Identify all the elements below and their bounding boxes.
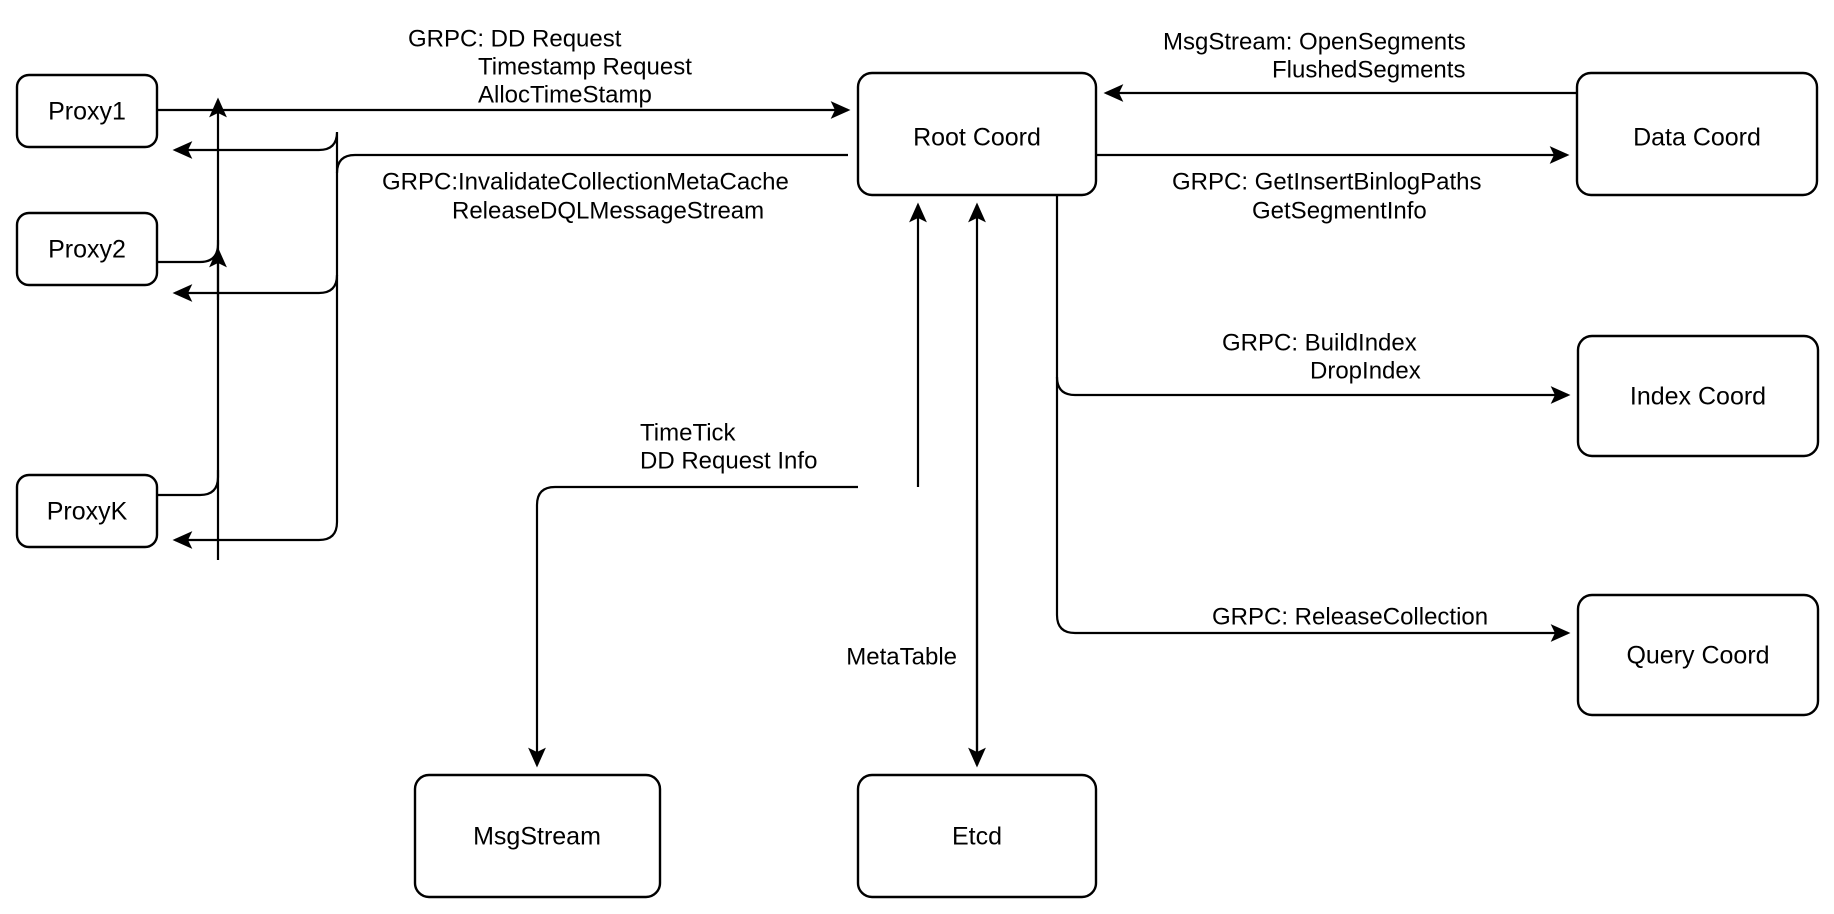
label-data-coord-to-root-coord: MsgStream: OpenSegments FlushedSegments — [1163, 28, 1466, 83]
label-root-coord-to-query-coord: GRPC: ReleaseCollection — [1212, 603, 1488, 630]
root-to-indexcoord-line2: DropIndex — [1310, 357, 1421, 384]
query-coord-label: Query Coord — [1626, 642, 1769, 670]
data-coord-box[interactable] — [1575, 71, 1819, 197]
proxy-to-root-line1: GRPC: DD Request — [408, 25, 622, 52]
index-coord-label: Index Coord — [1630, 383, 1766, 411]
label-root-coord-to-proxy: GRPC:InvalidateCollectionMetaCache Relea… — [382, 168, 789, 224]
proxy1-box[interactable] — [15, 73, 159, 149]
node-etcd[interactable]: Etcd — [856, 773, 1098, 899]
root-coord-box[interactable] — [856, 71, 1098, 197]
label-root-coord-to-data-coord: GRPC: GetInsertBinlogPaths GetSegmentInf… — [1172, 168, 1481, 224]
edge-proxy2-output-stub — [157, 240, 220, 264]
proxy-to-root-line2: Timestamp Request — [478, 53, 692, 80]
node-proxyk[interactable]: ProxyK — [15, 473, 159, 549]
edge-proxyk-output-stub — [157, 470, 220, 497]
node-data-coord[interactable]: Data Coord — [1575, 71, 1819, 197]
root-coord-label: Root Coord — [913, 124, 1041, 152]
msgstream-box[interactable] — [413, 773, 662, 899]
label-root-coord-to-etcd: MetaTable — [846, 643, 957, 670]
msgstream-label: MsgStream — [473, 823, 601, 851]
edge-root-coord-to-proxy2 — [172, 274, 339, 302]
proxy1-label: Proxy1 — [48, 98, 126, 126]
proxyk-label: ProxyK — [47, 498, 128, 526]
etcd-box[interactable] — [856, 773, 1098, 899]
label-root-coord-to-msgstream: TimeTick DD Request Info — [640, 419, 817, 474]
node-msgstream[interactable]: MsgStream — [413, 773, 662, 899]
node-proxy2[interactable]: Proxy2 — [15, 211, 159, 287]
root-to-indexcoord-line1: GRPC: BuildIndex — [1222, 329, 1417, 356]
index-coord-box[interactable] — [1576, 334, 1820, 458]
node-query-coord[interactable]: Query Coord — [1576, 593, 1820, 717]
node-index-coord[interactable]: Index Coord — [1576, 334, 1820, 458]
root-to-datacoord-line1: GRPC: GetInsertBinlogPaths — [1172, 168, 1481, 195]
node-root-coord[interactable]: Root Coord — [856, 71, 1098, 197]
root-to-etcd-line1: MetaTable — [846, 643, 957, 670]
edge-root-coord-to-query-coord — [1055, 377, 1571, 642]
etcd-label: Etcd — [952, 823, 1002, 851]
proxy2-label: Proxy2 — [48, 236, 126, 264]
proxy2-box[interactable] — [15, 211, 159, 287]
datacoord-to-root-line1: MsgStream: OpenSegments — [1163, 28, 1466, 55]
query-coord-box[interactable] — [1576, 593, 1820, 717]
node-proxy1[interactable]: Proxy1 — [15, 73, 159, 149]
root-to-proxy-line1: GRPC:InvalidateCollectionMetaCache — [382, 168, 789, 195]
data-coord-label: Data Coord — [1633, 124, 1761, 152]
proxy-to-root-line3: AllocTimeStamp — [478, 81, 652, 108]
edge-root-coord-to-proxy1 — [172, 131, 339, 173]
root-to-datacoord-line2: GetSegmentInfo — [1252, 197, 1427, 224]
edge-root-coord-to-msgstream — [528, 485, 858, 768]
root-to-msgstream-line2: DD Request Info — [640, 447, 817, 474]
root-to-msgstream-line1: TimeTick — [640, 419, 737, 446]
root-to-proxy-line2: ReleaseDQLMessageStream — [452, 197, 764, 224]
edge-root-coord-to-proxyk — [172, 153, 848, 549]
label-root-coord-to-index-coord: GRPC: BuildIndex DropIndex — [1222, 329, 1421, 384]
label-proxy-to-root-coord: GRPC: DD Request Timestamp Request Alloc… — [408, 25, 692, 108]
datacoord-to-root-line2: FlushedSegments — [1272, 56, 1465, 83]
proxyk-box[interactable] — [15, 473, 159, 549]
root-to-querycoord-line1: GRPC: ReleaseCollection — [1212, 603, 1488, 630]
